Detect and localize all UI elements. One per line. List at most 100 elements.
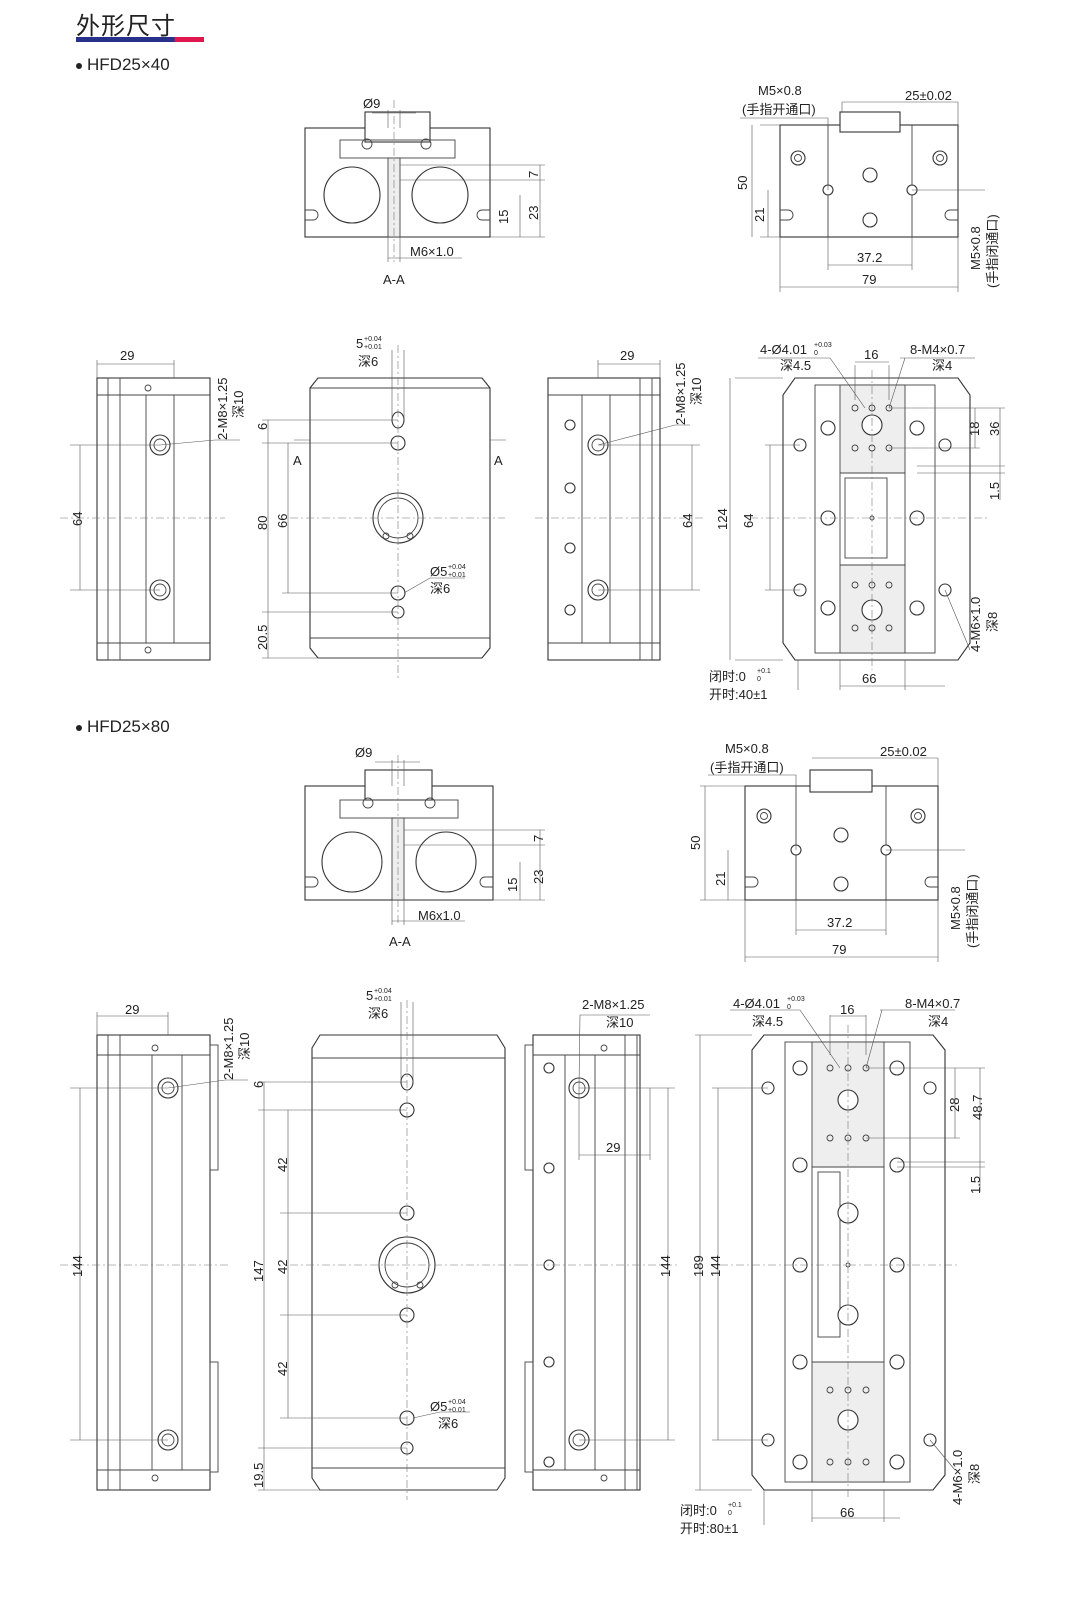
tolerance-text: +0.01 (364, 344, 382, 351)
dim-text: M6×1.0 (410, 244, 454, 259)
dim-text: 7 (531, 835, 546, 842)
dim-text: 深10 (237, 1033, 252, 1060)
dim-text: 深6 (368, 1006, 388, 1021)
dim-text: 4-M6×1.0 (950, 1450, 965, 1505)
dim-text: M5×0.8 (758, 83, 802, 98)
tolerance-text: +0.04 (374, 988, 392, 995)
dim-text: 深4.5 (752, 1014, 783, 1029)
dim-text: 21 (752, 208, 767, 222)
dim-text: Ø9 (355, 745, 372, 760)
dim-text: 124 (715, 508, 730, 530)
section-label: A-A (383, 272, 405, 287)
dim-text: Ø9 (363, 96, 380, 111)
dim-text: 4-Ø4.01 (760, 342, 807, 357)
dim-text: 29 (620, 348, 634, 363)
dim-text: 25±0.02 (905, 88, 952, 103)
model-label-hfd25x40: HFD25×40 (76, 55, 170, 75)
dim-text: 开时:40±1 (709, 687, 767, 702)
dim-text: 66 (862, 671, 876, 686)
s2-front-view: 5 +0.04 +0.01 深6 6 42 147 42 42 19.5 Ø5 … (251, 988, 520, 1500)
s1-bottom-view: 4-Ø4.01 +0.03 0 深4.5 16 8-M4×0.7 深4 18 3… (709, 342, 1005, 702)
section-title: 外形尺寸 (76, 13, 176, 40)
dim-text: 18 (967, 422, 982, 436)
dim-text: 深4 (928, 1014, 948, 1029)
dim-text: 4-M6×1.0 (968, 597, 983, 652)
section-marker: A (293, 453, 302, 468)
dim-text: M5×0.8 (968, 226, 983, 270)
dim-text: 37.2 (857, 250, 882, 265)
dim-text: (手指开通口) (710, 760, 784, 775)
dim-text: 1.5 (987, 482, 1002, 500)
dim-text: 42 (275, 1362, 290, 1376)
dim-text: 144 (70, 1255, 85, 1277)
model-name: HFD25×40 (87, 55, 170, 74)
dim-text: 29 (120, 348, 134, 363)
dim-text: 7 (526, 171, 541, 178)
tolerance-text: +0.03 (787, 996, 805, 1003)
dim-text: M6x1.0 (418, 908, 461, 923)
dim-text: 23 (531, 870, 546, 884)
dim-text: 144 (708, 1255, 723, 1277)
dim-text: 深10 (689, 378, 704, 405)
dim-text: 闭时:0 (680, 1503, 717, 1518)
tolerance-text: +0.03 (814, 342, 832, 349)
dim-text: 79 (862, 272, 876, 287)
bullet-icon (76, 724, 82, 731)
dim-text: 闭时:0 (709, 669, 746, 684)
section-label: A-A (389, 934, 411, 949)
s1-end-view: M5×0.8 (手指开通口) 25±0.02 50 21 37.2 79 M5×… (735, 83, 1000, 292)
dim-text: 2-M8×1.25 (582, 997, 645, 1012)
dim-text: 42 (275, 1260, 290, 1274)
dim-text: 144 (658, 1255, 673, 1277)
tolerance-text: 0 (757, 676, 761, 683)
dim-text: 6 (251, 1081, 266, 1088)
tolerance-text: +0.1 (757, 668, 771, 675)
dim-text: 深8 (967, 1464, 982, 1484)
dim-text: 4-Ø4.01 (733, 996, 780, 1011)
dim-text: 29 (606, 1140, 620, 1155)
dim-text: 66 (840, 1505, 854, 1520)
dim-text: 48.7 (970, 1095, 985, 1120)
dim-text: M5×0.8 (948, 886, 963, 930)
s2-end-view: M5×0.8 (手指开通口) 25±0.02 50 21 37.2 79 M5×… (688, 741, 980, 962)
dim-text: 23 (526, 206, 541, 220)
dim-text: 5 (366, 988, 373, 1003)
dim-text: 189 (691, 1255, 706, 1277)
tolerance-text: +0.01 (448, 1407, 466, 1414)
dim-text: 64 (741, 514, 756, 528)
tolerance-text: +0.01 (374, 996, 392, 1003)
dim-text: (手指闭通口) (965, 874, 980, 948)
dim-text: 64 (680, 514, 695, 528)
bullet-icon (76, 62, 82, 69)
tolerance-text: 0 (814, 350, 818, 357)
dim-text: 2-M8×1.25 (673, 362, 688, 425)
model-label-hfd25x80: HFD25×80 (76, 717, 170, 737)
dim-text: 深10 (606, 1015, 633, 1030)
tolerance-text: +0.04 (448, 1399, 466, 1406)
dim-text: 50 (735, 176, 750, 190)
dim-text: 20.5 (255, 625, 270, 650)
dim-text: 16 (840, 1002, 854, 1017)
dim-text: 21 (713, 872, 728, 886)
dim-text: 15 (496, 210, 511, 224)
s2-section-aa-view: Ø9 7 15 23 M6x1.0 A-A (304, 745, 546, 949)
dim-text: 79 (832, 942, 846, 957)
tolerance-text: +0.01 (448, 572, 466, 579)
dim-text: 8-M4×0.7 (905, 996, 960, 1011)
tolerance-text: 0 (728, 1510, 732, 1517)
tolerance-text: +0.1 (728, 1502, 742, 1509)
dim-text: 25±0.02 (880, 744, 927, 759)
dim-text: 开时:80±1 (680, 1521, 738, 1536)
dim-text: 66 (275, 514, 290, 528)
s2-right-side-view: 2-M8×1.25 深10 29 144 (520, 997, 680, 1491)
dim-text: 深6 (430, 581, 450, 596)
dim-text: 64 (70, 512, 85, 526)
dim-text: 80 (255, 516, 270, 530)
s2-left-side-view: 29 2-M8×1.25 深10 144 (60, 1002, 252, 1491)
tolerance-text: +0.04 (364, 336, 382, 343)
dim-text: 深6 (358, 354, 378, 369)
dim-text: 29 (125, 1002, 139, 1017)
s1-section-aa-view: Ø9 7 15 23 M6×1.0 A-A (304, 96, 545, 287)
dim-text: M5×0.8 (725, 741, 769, 756)
